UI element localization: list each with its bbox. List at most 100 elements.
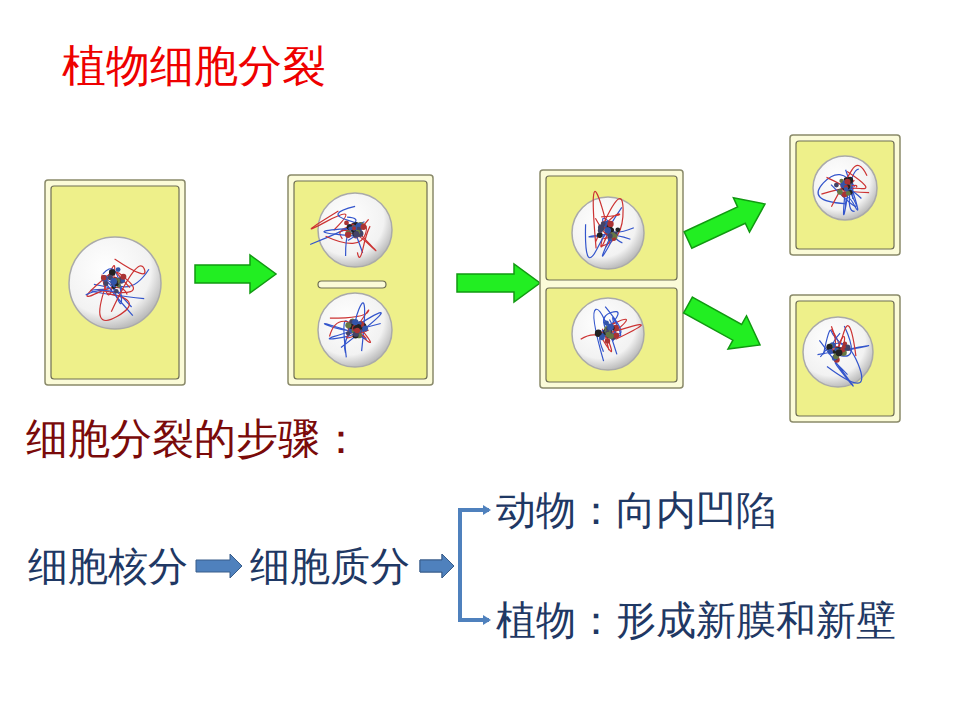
chromatin-clump [101,275,108,282]
cytoplasm [796,301,894,416]
chromatin-clump [353,231,359,237]
chromatin-clump [346,331,350,335]
chromatin-strand [600,320,615,352]
section-heading: 细胞分裂的步骤： [26,414,362,464]
chromatin-clump [842,345,846,349]
chromatin-clump [836,349,843,356]
chromatin-clump [828,349,833,354]
cell-wall [45,180,185,385]
step-text: 植物：形成新膜和新壁 [492,594,900,646]
chromatin-clump [846,191,851,196]
chromatin-clump [360,224,366,230]
cell-wall [288,175,433,385]
cell-wall [540,170,683,388]
green-arrow [684,297,760,349]
bracket-line [460,510,489,566]
nucleus-membrane [572,298,644,370]
green-arrow [684,198,765,248]
block-arrow [196,554,242,578]
cytoplasm [546,176,677,280]
chromatin-clump [844,187,848,191]
chromatin-clump [597,232,603,238]
chromatin-strand [820,343,861,383]
step-label: 植物：形成新膜和新壁 [496,597,896,643]
chromatin-clump [355,328,361,334]
nucleus-membrane [572,197,644,269]
chromatin-strand [827,177,855,188]
step-label: 细胞质分 [250,543,410,589]
nucleus [572,298,644,370]
cytoplasm [796,141,894,249]
chromatin-strand [98,272,134,293]
chromatin-clump [607,221,613,227]
chromatin-clump [597,233,602,238]
chromatin-clump [103,281,108,286]
chromatin-strand [831,165,867,206]
chromatin-strand [349,229,376,250]
nucleus [803,317,873,387]
connector [420,554,491,625]
cell-wall [790,135,900,255]
cytoplasm [294,181,427,379]
chromatin-clump [101,275,107,281]
green-arrow [457,264,540,302]
nucleus [311,193,392,267]
chromatin-clump [834,183,839,188]
chromatin-strand [596,199,623,247]
cell-wall [790,295,900,422]
chromatin-clump [605,227,611,233]
chromatin-clump [607,324,614,331]
cytoplasm [546,288,677,382]
chromatin-clump [601,221,606,226]
chromatin-strand [831,185,861,207]
chromatin-strand [832,326,851,356]
chromatin-strand [329,324,380,339]
nucleus-membrane [318,193,392,267]
cell-plate [318,281,386,288]
chromatin-clump [348,226,352,230]
nucleus [813,156,877,220]
nucleus [69,237,161,329]
chromatin-clump [599,335,604,340]
nucleus-membrane [803,317,873,387]
chromatin-clump [607,233,612,238]
chromatin-clump [114,289,119,294]
chromatin-clump [601,221,605,225]
chromatin-strand [311,211,346,230]
step-text: 细胞核分 [24,540,192,592]
connector [420,505,491,578]
block-arrow [420,554,454,578]
chromatin-clump [110,278,117,285]
chromatin-clump [352,226,356,230]
chromatin-strand [341,313,381,353]
chromatin-clump [615,227,620,232]
step-text: 动物：向内凹陷 [492,484,780,536]
arrowhead [483,615,491,625]
chromatin-strand [818,175,855,204]
chromatin-clump [598,228,603,233]
arrowhead [483,505,491,515]
nucleus-membrane [318,293,392,367]
step-label: 动物：向内凹陷 [496,487,776,533]
bracket-line [460,566,489,620]
chromatin-strand [593,191,607,248]
nucleus [572,191,644,269]
step-label: 细胞核分 [28,543,188,589]
chromatin-clump [605,338,610,343]
chromatin-clump [352,225,357,230]
chromatin-clump [605,227,611,233]
chromatin-clump [116,267,121,272]
chromatin-clump [347,224,353,230]
block-arrow [420,554,454,578]
chromatin-clump [613,332,619,338]
chromatin-clump [345,232,351,238]
nucleus [318,293,392,367]
chromatin-clump [606,332,611,337]
chromatin-clump [595,329,602,336]
connector [196,554,242,578]
chromatin-clump [111,279,116,284]
green-arrow [195,255,276,293]
nucleus-membrane [813,156,877,220]
chromatin-clump [352,231,359,238]
chromatin-clump [120,274,126,280]
